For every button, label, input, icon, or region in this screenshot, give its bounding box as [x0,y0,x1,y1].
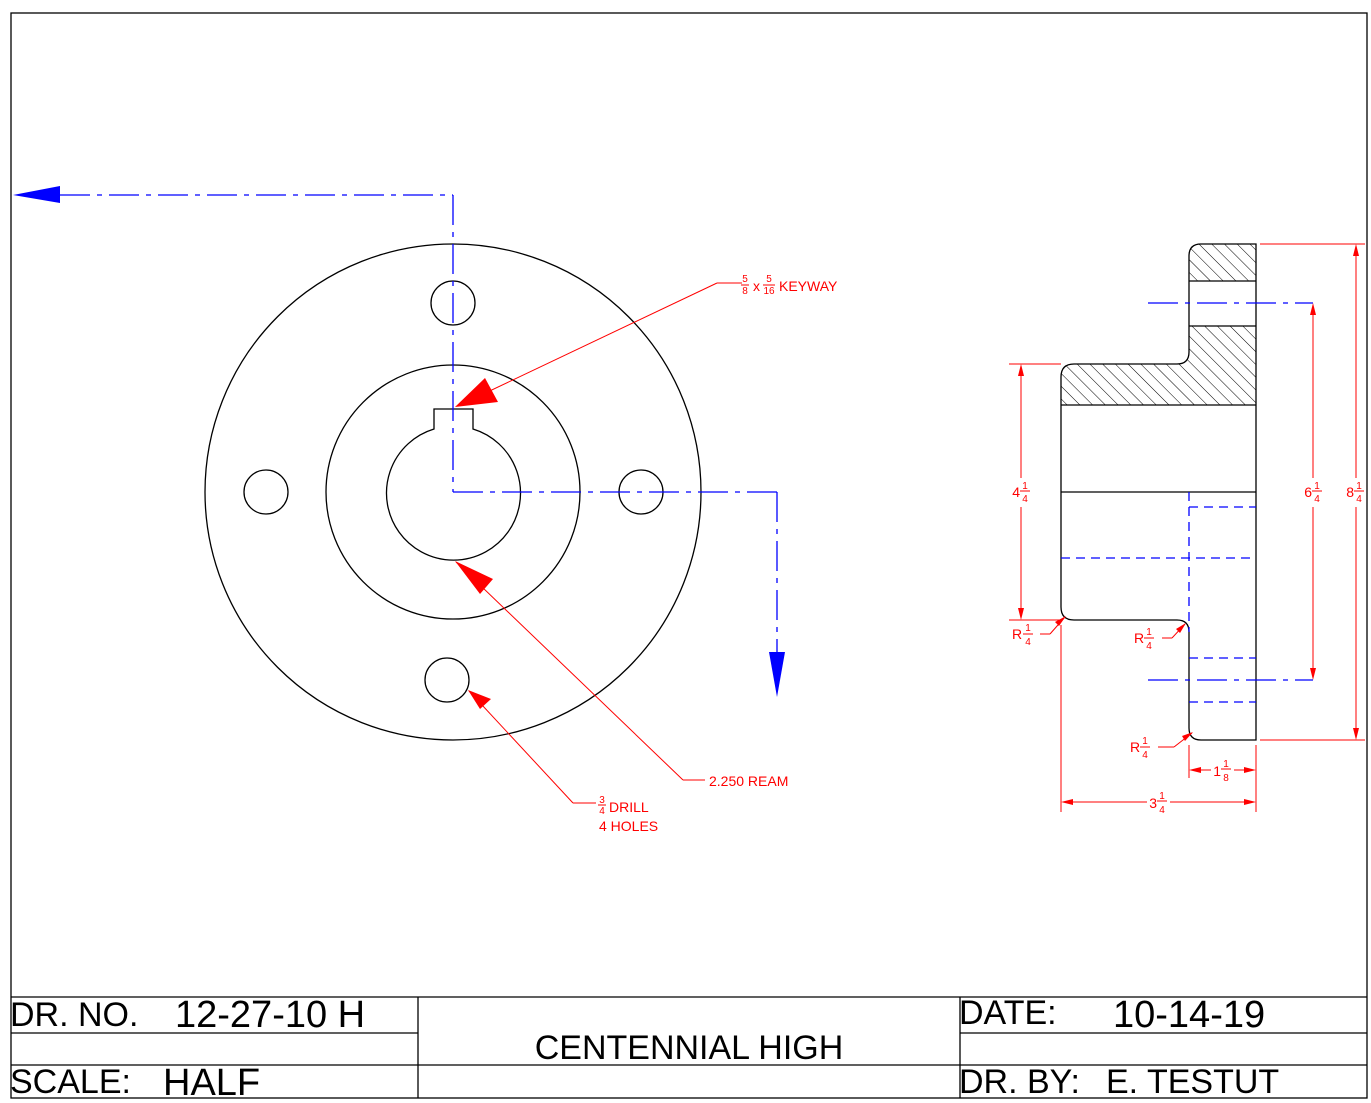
dim-hub-whole: 4 [1012,484,1020,500]
date-value: 10-14-19 [1113,994,1265,1036]
dim-hub-num: 1 [1022,481,1028,492]
radius-num-1: 1 [1025,623,1031,634]
keyway-frac-den-2: 16 [763,286,775,297]
dim-bolt-den: 4 [1314,494,1320,505]
ream-callout: 2.250 REAM [455,561,788,789]
scale-value: HALF [163,1062,260,1103]
school-name: CENTENNIAL HIGH [535,1029,844,1067]
drill-label: DRILL [609,799,649,815]
radius-prefix-3: R [1130,739,1140,755]
keyway-frac-den-1: 8 [742,286,748,297]
holes-label: 4 HOLES [599,818,658,834]
section-outline [1060,243,1257,741]
radius-prefix-2: R [1134,630,1144,646]
drill-frac-den: 4 [599,806,605,817]
section-view [1060,243,1313,741]
radius-den-3: 4 [1142,750,1148,761]
keyway-callout: 5 8 x 5 16 KEYWAY [455,274,838,407]
dim-flange-den: 4 [1356,494,1362,505]
dim-flange-diameter: 8 1 4 [1260,243,1365,741]
bolt-hole-left [243,469,289,515]
dim-bolt-whole: 6 [1304,484,1312,500]
dim-flange-thickness: 1 1 8 [1188,745,1257,812]
drawn-by-label: DR. BY: [959,1063,1080,1101]
section-hatch-flange-top [1189,244,1256,281]
bolt-hole-bottom [424,657,470,703]
title-block: DR. NO. 12-27-10 H SCALE: HALF CENTENNIA… [10,994,1367,1103]
keyway-frac-num-2: 5 [766,274,772,285]
radius-num-2: 1 [1146,627,1152,638]
radius-callout-hub: R 1 4 [1012,616,1066,648]
cutting-plane-line [13,186,785,697]
dim-bolt-circle: 6 1 4 [1304,303,1322,680]
radius-num-3: 1 [1142,736,1148,747]
dim-overall-length: 3 1 4 [1060,625,1256,816]
dim-flange-num: 1 [1356,481,1362,492]
radius-den-2: 4 [1146,641,1152,652]
scale-label: SCALE: [10,1063,131,1101]
dim-hub-den: 4 [1022,494,1028,505]
drawn-by-value: E. TESTUT [1106,1063,1279,1101]
drill-callout: 3 4 DRILL 4 HOLES [468,690,658,834]
radius-prefix-1: R [1012,626,1022,642]
dim-thick-den: 8 [1223,773,1229,784]
radius-callout-shoulder: R 1 4 [1134,623,1186,652]
cutting-plane-arrow-down [769,652,785,697]
sheet-border [10,12,1368,1099]
section-hatch-hub [1061,326,1256,405]
date-label: DATE: [959,994,1057,1032]
ream-label: 2.250 REAM [709,773,788,789]
dim-overall-num: 1 [1159,791,1165,802]
dim-thick-num: 1 [1223,759,1229,770]
radius-callout-flange: R 1 4 [1130,732,1193,761]
keyway-label: KEYWAY [779,278,838,294]
dim-overall-whole: 3 [1149,795,1157,811]
keyed-bore [385,408,522,561]
dim-bolt-num: 1 [1314,481,1320,492]
dim-overall-den: 4 [1159,805,1165,816]
dim-hub-diameter: 4 1 4 [1009,363,1061,621]
drill-frac-num: 3 [599,795,605,806]
dr-no-label: DR. NO. [10,996,138,1034]
keyway-frac-num-1: 5 [742,274,748,285]
dim-flange-whole: 8 [1346,484,1354,500]
radius-den-1: 4 [1025,637,1031,648]
cutting-plane-arrow-left [13,186,60,203]
keyway-x: x [753,278,760,294]
dr-no-value: 12-27-10 H [175,994,365,1036]
dim-thick-whole: 1 [1213,763,1221,779]
